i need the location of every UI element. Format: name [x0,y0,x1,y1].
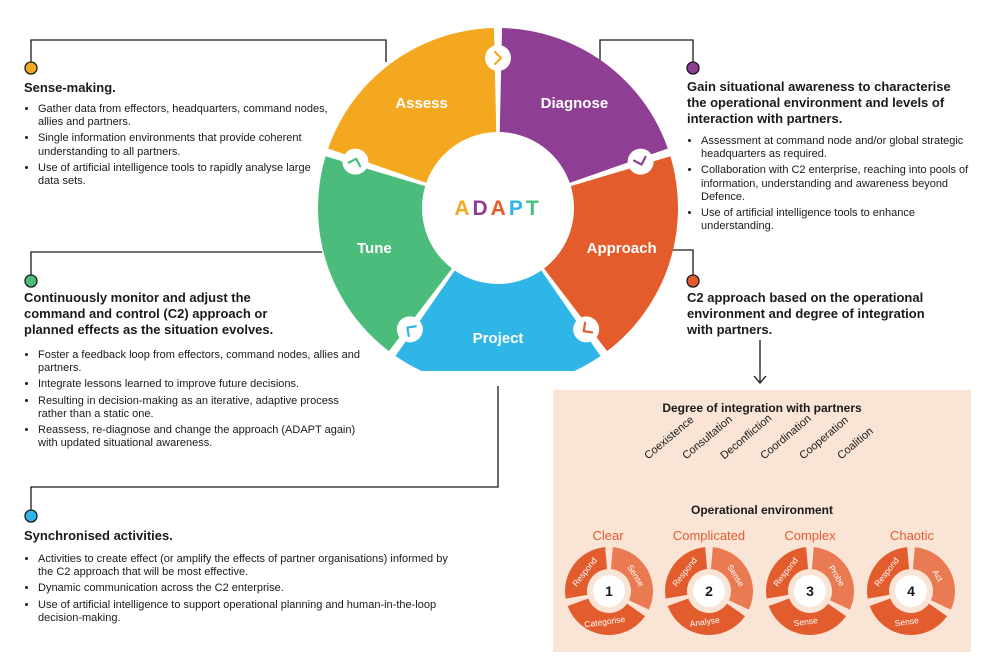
tune-dot [24,274,38,288]
list-item: Resulting in decision-making as an itera… [38,395,368,421]
env-step-label: Sense [793,615,819,628]
tune-heading: Continuously monitor and adjust the comm… [24,290,274,337]
list-item: Dynamic communication across the C2 ente… [38,582,458,595]
adapt-center-label: ADAPT [454,197,541,220]
chevron-icon [485,45,511,71]
wheel-label-tune: Tune [357,240,392,257]
tune-bullets: Foster a feedback loop from effectors, c… [24,349,368,453]
env-step-label: Sense [894,615,920,628]
env-label-chaotic: Chaotic [889,528,935,543]
env-label-clear: Clear [592,528,624,543]
list-item: Collaboration with C2 enterprise, reachi… [701,164,971,204]
assess-dot [24,61,38,75]
integration-title: Degree of integration with partners [662,401,862,415]
project-heading: Synchronised activities. [24,528,173,543]
wheel-segment-tune [318,156,452,352]
wheel-label-approach: Approach [587,240,657,257]
wheel-label-project: Project [473,330,524,347]
chevron-icon [396,316,423,343]
project-dot [24,509,38,523]
chevron-icon [573,316,600,343]
env-label-complicated: Complicated [672,528,746,543]
wheel-label-assess: Assess [395,95,448,112]
environment-title: Operational environment [690,503,834,517]
list-item: Single information environments that pro… [38,132,328,158]
env-number: 2 [705,583,713,599]
wheel-label-diagnose: Diagnose [541,95,609,112]
env-number: 3 [806,583,814,599]
list-item: Gather data from effectors, headquarters… [38,103,328,129]
diagnose-bullets: Assessment at command node and/or global… [687,135,971,236]
list-item: Reassess, re-diagnose and change the app… [38,424,368,450]
wheel-segment-approach [544,156,678,352]
env-number: 1 [605,583,613,599]
list-item: Activities to create effect (or amplify … [38,553,458,579]
wheel-segment-diagnose [499,28,668,183]
project-bullets: Activities to create effect (or amplify … [24,553,458,628]
approach-dot [686,274,700,288]
list-item: Use of artificial intelligence tools to … [38,162,328,188]
wheel-segment-project [395,270,601,371]
assess-bullets: Gather data from effectors, headquarters… [24,103,328,191]
env-number: 4 [907,583,915,599]
env-label-complex: Complex [784,528,836,543]
env-step-label: Analyse [689,615,721,629]
diagnose-dot [686,61,700,75]
approach-heading: C2 approach based on the operational env… [687,290,925,337]
assess-heading: Sense-making. [24,80,116,95]
list-item: Use of artificial intelligence tools to … [701,207,971,233]
list-item: Foster a feedback loop from effectors, c… [38,349,368,375]
list-item: Assessment at command node and/or global… [701,135,971,161]
diagnose-heading: Gain situational awareness to characteri… [687,79,951,126]
list-item: Integrate lessons learned to improve fut… [38,378,368,391]
approach-panel: Degree of integration with partners Coex… [553,390,971,652]
chevron-icon [342,148,369,175]
list-item: Use of artificial intelligence to suppor… [38,599,458,625]
wheel-segment-assess [328,28,497,183]
chevron-icon [627,148,654,175]
